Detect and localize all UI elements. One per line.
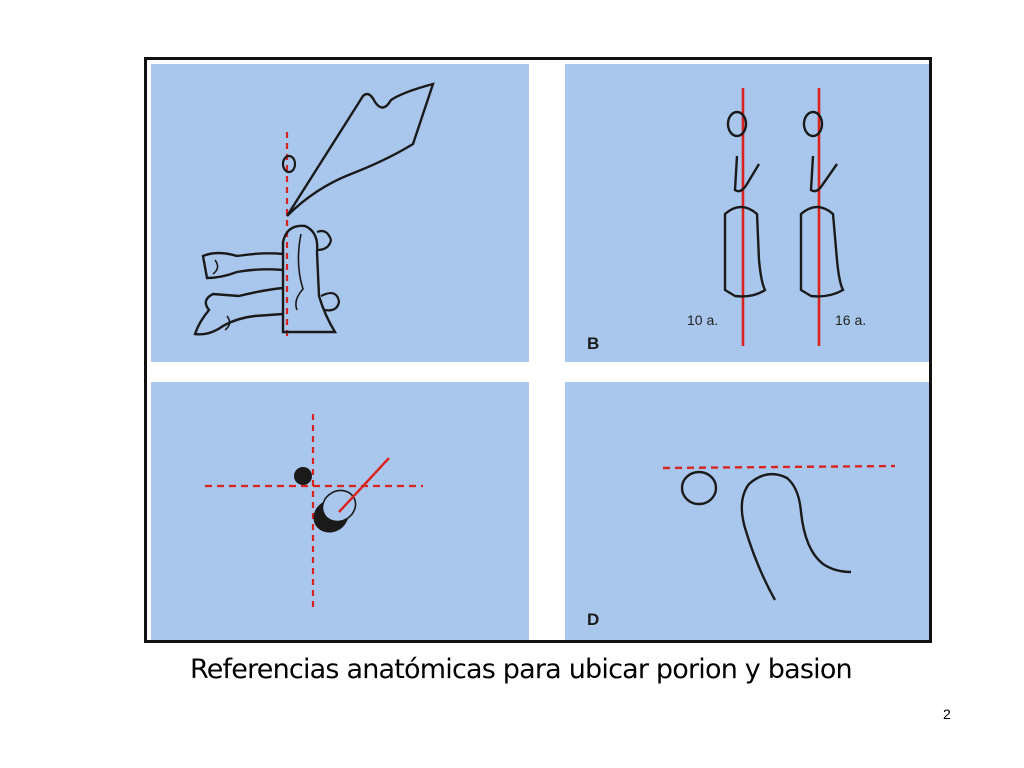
panel-c-basion-ellipse <box>322 490 356 522</box>
panel-c <box>151 382 529 640</box>
panel-d: D <box>565 382 929 640</box>
panel-d-letter: D <box>587 610 600 629</box>
panel-a <box>151 64 529 362</box>
panel-d-horizontal-reference <box>662 464 896 470</box>
panel-a-atlas-process <box>316 229 333 252</box>
panel-a-porion-circle <box>281 154 297 174</box>
figure-caption: Referencias anatómicas para ubicar porio… <box>190 654 853 685</box>
panel-a-background <box>151 64 529 362</box>
panel-d-odontoid-contour <box>740 472 852 601</box>
figure-frame: 10 a. 16 a. B D <box>144 57 932 643</box>
panel-c-porion-dot <box>294 467 312 485</box>
panel-b-porion-left <box>726 110 748 138</box>
panel-a-vertebra-lower <box>193 286 284 336</box>
panel-b-odontoid-right <box>809 155 838 193</box>
panel-a-odontoid-contour <box>295 233 304 311</box>
panel-d-drawing <box>565 382 929 640</box>
panel-a-drawing <box>151 64 529 362</box>
panel-b-age-label-left: 10 a. <box>687 312 719 328</box>
page-number: 2 <box>943 706 951 722</box>
panel-b-letter: B <box>587 334 600 353</box>
panel-b-age-label-right: 16 a. <box>835 312 867 328</box>
panel-b-background <box>565 64 929 362</box>
panel-b-vertebra-left <box>723 205 767 298</box>
panel-b-vertebra-right <box>799 205 845 298</box>
panel-a-vertebra-lower-process <box>320 291 341 312</box>
panel-a-odontoid <box>281 224 338 334</box>
panel-b: 10 a. 16 a. B <box>565 64 929 362</box>
panel-c-drawing <box>151 382 529 640</box>
panel-a-skull-base <box>285 82 435 217</box>
panel-d-background <box>565 382 929 640</box>
panel-d-porion-circle <box>680 470 718 506</box>
panel-b-porion-right <box>802 110 824 138</box>
panel-a-vertebra-lower-facet <box>224 315 231 331</box>
panel-c-diagonal-reference <box>338 457 390 513</box>
panel-a-vertebra-upper <box>201 251 284 280</box>
panel-b-odontoid-left <box>733 155 761 193</box>
panel-b-drawing <box>565 64 929 362</box>
panel-a-vertebra-upper-facet <box>212 259 219 275</box>
